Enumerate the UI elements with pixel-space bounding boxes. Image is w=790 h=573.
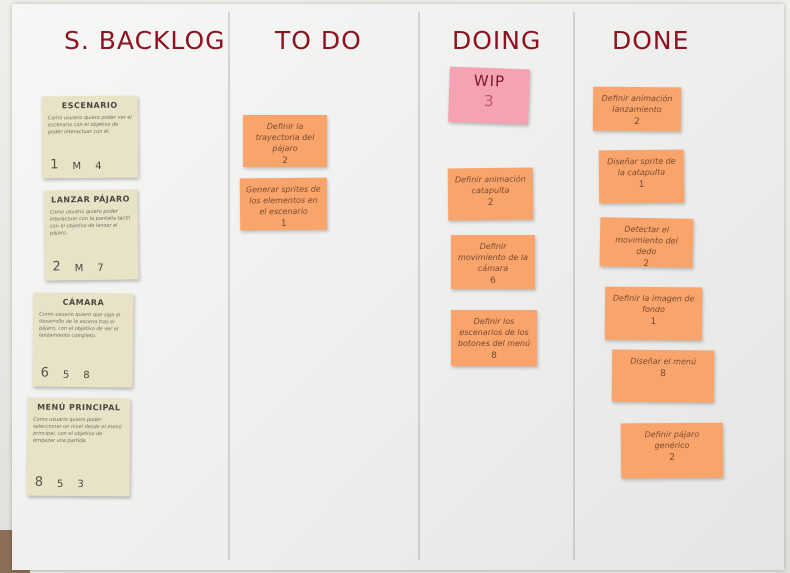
note-text: Definir animación lanzamiento <box>601 93 673 115</box>
wip-label: WIP <box>473 71 506 91</box>
backlog-card-escenario: ESCENARIO Como usuario quiero poder ver … <box>41 95 139 179</box>
note-text: Definir la imagen de fondo <box>612 293 695 315</box>
header-todo: TO DO <box>275 26 362 55</box>
note-number: 1 <box>638 179 645 191</box>
note-text: Generar sprites de los elementos en el e… <box>245 184 321 217</box>
note-number: 1 <box>280 218 287 230</box>
backlog-card-priority: 6 <box>40 365 50 381</box>
note-number: 2 <box>633 116 640 128</box>
backlog-card-desc: Como usuario quiero poder seleccionar un… <box>33 416 122 445</box>
backlog-card-estimate: 4 <box>95 160 102 172</box>
backlog-card-size: 5 <box>62 369 70 381</box>
backlog-card-priority: 1 <box>50 157 59 173</box>
backlog-card-priority: 8 <box>34 474 44 490</box>
note-number: 6 <box>490 276 496 286</box>
done-note: Definir animación lanzamiento 2 <box>592 86 682 132</box>
note-text: Definir los escenarios de los botones de… <box>457 317 531 348</box>
backlog-card-desc: Como usuario quiero que siga el desarrol… <box>39 311 121 340</box>
wip-note: WIP 3 <box>448 66 530 125</box>
column-divider <box>418 12 420 560</box>
backlog-card-desc: Como usuario quiero poder interactuar co… <box>49 208 131 237</box>
done-note: Diseñar sprite de la catapulta 1 <box>598 149 685 204</box>
note-number: 2 <box>669 452 675 464</box>
done-note: Diseñar el menú 8 <box>611 349 715 403</box>
doing-note: Definir movimiento de la cámara 6 <box>451 235 535 289</box>
header-done: DONE <box>612 26 690 55</box>
done-note: Definir la imagen de fondo 1 <box>604 286 703 341</box>
backlog-card-estimate: 7 <box>97 262 104 274</box>
header-doing: DOING <box>452 26 542 55</box>
backlog-card-title: CÁMARA <box>62 297 105 308</box>
note-text: Detectar el movimiento del dedo <box>615 224 678 257</box>
backlog-card-size: 5 <box>56 478 64 490</box>
todo-note: Generar sprites de los elementos en el e… <box>239 177 328 231</box>
note-text: Definir movimiento de la cámara <box>458 242 528 273</box>
backlog-card-numbers: 2 M 7 <box>52 259 104 275</box>
backlog-card-numbers: 6 5 8 <box>41 366 90 382</box>
note-number: 8 <box>491 351 497 361</box>
backlog-card-estimate: 3 <box>77 478 84 491</box>
backlog-card-title: LANZAR PÁJARO <box>51 194 131 205</box>
note-text: Diseñar sprite de la catapulta <box>607 156 676 178</box>
done-note: Definir pájaro genérico 2 <box>620 422 724 479</box>
note-number: 2 <box>643 258 650 268</box>
note-number: 1 <box>650 316 657 328</box>
backlog-card-priority: 2 <box>52 259 61 275</box>
backlog-card-menu-principal: MENÚ PRINCIPAL Como usuario quiero poder… <box>26 397 131 497</box>
backlog-card-size: M <box>74 263 84 275</box>
note-text: Definir la trayectoria del pájaro <box>255 122 315 153</box>
note-text: Diseñar el menú <box>630 356 697 367</box>
backlog-card-size: M <box>72 161 82 173</box>
column-divider <box>573 12 575 560</box>
note-number: 2 <box>487 197 494 209</box>
note-text: Definir animación catapulta <box>454 174 526 196</box>
note-number: 8 <box>660 368 666 380</box>
wip-value: 3 <box>483 91 494 111</box>
backlog-card-numbers: 1 M 4 <box>50 157 101 172</box>
backlog-card-desc: Como usuario quiero poder ver el escenar… <box>47 114 132 136</box>
doing-note: Definir animación catapulta 2 <box>447 167 534 221</box>
column-divider <box>228 12 230 560</box>
backlog-card-title: ESCENARIO <box>61 100 118 111</box>
note-number: 2 <box>282 156 288 166</box>
backlog-card-lanzar-pajaro: LANZAR PÁJARO Como usuario quiero poder … <box>43 189 139 281</box>
note-text: Definir pájaro genérico <box>644 429 700 451</box>
backlog-card-estimate: 8 <box>83 370 90 382</box>
backlog-card-camara: CÁMARA Como usuario quiero que siga el d… <box>32 292 134 388</box>
backlog-card-title: MENÚ PRINCIPAL <box>37 402 121 413</box>
done-note: Detectar el movimiento del dedo 2 <box>599 217 694 268</box>
backlog-card-numbers: 8 5 3 <box>35 475 84 490</box>
header-backlog: S. BACKLOG <box>64 26 226 55</box>
doing-note: Definir los escenarios de los botones de… <box>451 310 537 366</box>
todo-note: Definir la trayectoria del pájaro 2 <box>243 115 327 167</box>
